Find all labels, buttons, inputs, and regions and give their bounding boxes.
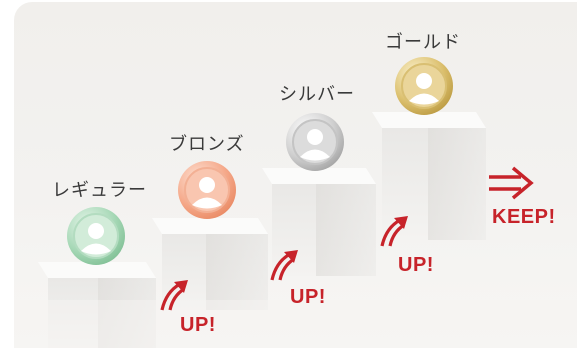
rank-label-bronze: ブロンズ — [169, 134, 245, 155]
step-bronze — [152, 218, 268, 310]
up-arrow-icon — [160, 280, 188, 311]
rank-label-silver: シルバー — [279, 84, 355, 105]
regular-medal-icon — [66, 206, 126, 266]
rank-label-regular: レギュラー — [52, 180, 147, 201]
up-label: UP! — [180, 314, 216, 336]
keep-arrow-icon — [489, 166, 534, 200]
up-arrow-icon — [270, 250, 298, 281]
gold-medal-icon — [394, 56, 454, 116]
step-gold — [372, 112, 486, 240]
silver-medal-icon — [285, 112, 345, 172]
step-silver — [262, 168, 376, 276]
up-label: UP! — [398, 254, 434, 276]
rank-label-gold: ゴールド — [385, 32, 461, 53]
keep-label: KEEP! — [492, 206, 556, 228]
up-arrow-icon — [380, 216, 408, 247]
bronze-medal-icon — [177, 160, 237, 220]
up-label: UP! — [290, 286, 326, 308]
